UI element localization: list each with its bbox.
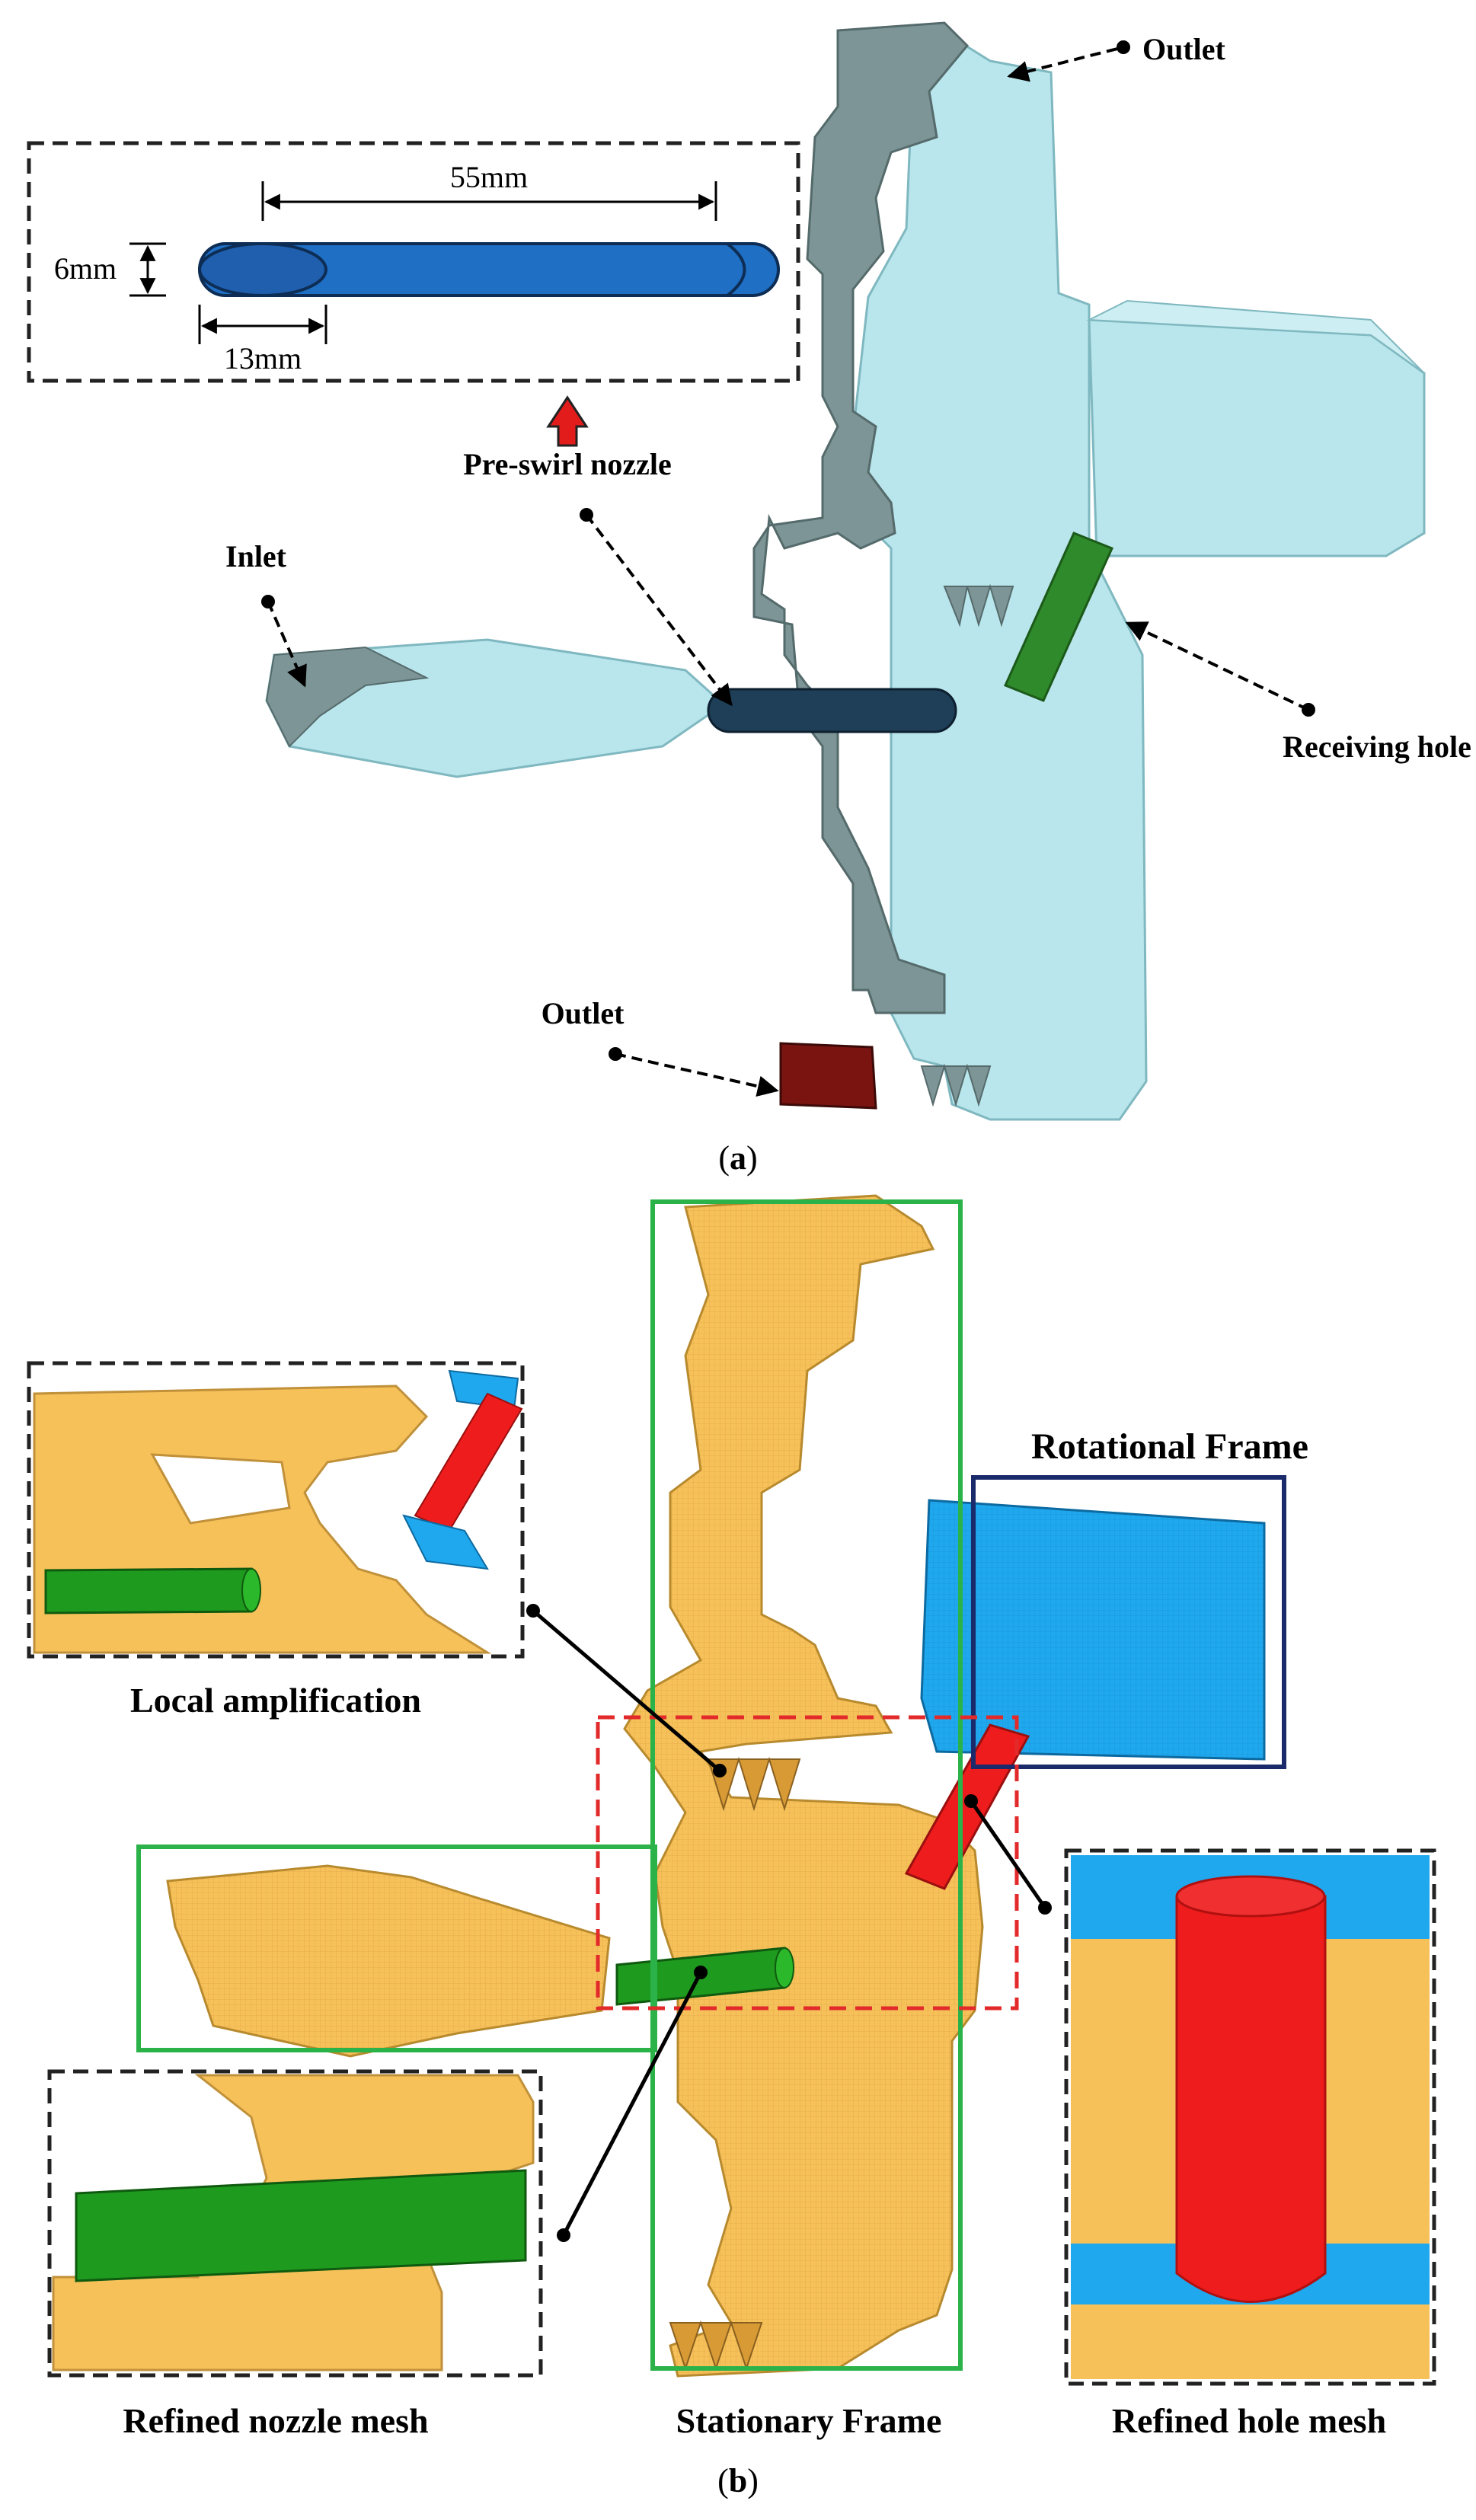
outlet-top-label: Outlet xyxy=(1142,32,1226,66)
stationary-mesh-body xyxy=(623,1194,984,2378)
panel-b-leaders xyxy=(526,1604,1052,2242)
local-leader-dot-start xyxy=(526,1604,540,1618)
receiving-hole-label: Receiving hole xyxy=(1283,730,1471,764)
local-leader-dot-end xyxy=(713,1764,727,1777)
nozzle-leader xyxy=(585,513,733,707)
local-amplification-inset: Local amplification xyxy=(27,1361,525,1720)
outlet-bottom-label: Outlet xyxy=(542,996,625,1030)
panel-a-annotations: Outlet Pre-swirl nozzle Inlet Receiving … xyxy=(225,32,1471,1097)
nozzle-leader-dot-end xyxy=(694,1966,708,1979)
local-amplification-label: Local amplification xyxy=(130,1681,421,1720)
nozzle-leader-b xyxy=(561,1971,703,2237)
caption-a: (a) xyxy=(718,1139,757,1177)
cavity-dark-body xyxy=(752,21,970,1014)
outlet-top-leader xyxy=(1007,46,1124,82)
stationary-frame-box xyxy=(650,1199,963,2371)
pre-swirl-nozzle-cylinder xyxy=(707,688,957,733)
hole-inset-red-top xyxy=(1175,1875,1326,1918)
dim-13-label: 13mm xyxy=(224,341,302,375)
local-inset-cavity xyxy=(150,1453,291,1525)
rotational-frame-label: Rotational Frame xyxy=(1031,1426,1308,1467)
refined-hole-mesh-label: Refined hole mesh xyxy=(1112,2401,1386,2440)
mesh-lower-teeth xyxy=(669,2320,763,2371)
nozzle-dimension-inset: 55mm 6mm 13mm xyxy=(27,141,800,383)
lower-teeth xyxy=(920,1063,992,1107)
outlet-bottom-leader xyxy=(615,1052,779,1097)
inset-dashed-border xyxy=(27,141,800,383)
refined-nozzle-mesh-label: Refined nozzle mesh xyxy=(123,2401,428,2440)
dim-6-label: 6mm xyxy=(54,251,117,286)
stationary-cavity-3d xyxy=(265,21,1426,1121)
panel-a: 55mm 6mm 13mm xyxy=(27,21,1471,1177)
hole-leader-dot-end xyxy=(1038,1901,1052,1915)
mesh-geometry xyxy=(166,1194,1266,2378)
stationary-frame-label: Stationary Frame xyxy=(676,2401,942,2440)
refined-hole-inset: Refined hole mesh xyxy=(1064,1848,1436,2440)
nozzle-inset-cylinder xyxy=(75,2169,527,2282)
hole-leader-dot-start xyxy=(964,1794,978,1808)
zoom-region-box xyxy=(596,1715,1019,2011)
nozzle-green-end xyxy=(775,1947,794,1988)
local-inset-nozzle xyxy=(44,1567,253,1615)
hole-leader xyxy=(969,1800,1047,1909)
mesh-upper-teeth xyxy=(707,1756,801,1812)
local-inset-nozzle-end xyxy=(241,1568,261,1612)
caption-b: (b) xyxy=(717,2462,759,2499)
nozzle-inlet-ellipse xyxy=(198,242,327,297)
red-up-arrow-icon xyxy=(546,395,589,447)
upper-teeth xyxy=(943,583,1014,628)
nozzle-leader-dot-start xyxy=(557,2228,570,2242)
inlet-mesh-wedge xyxy=(166,1864,611,2058)
bottom-outlet-block xyxy=(779,1042,877,1110)
hole-inset-orange-bottom xyxy=(1071,2304,1430,2379)
rotational-mesh-box xyxy=(920,1499,1266,1761)
hole-inset-red-cylinder xyxy=(1175,1895,1327,2303)
inlet-label: Inlet xyxy=(225,539,287,573)
nozzle-outlet-arc xyxy=(726,242,746,297)
rotating-box-top xyxy=(1086,299,1425,374)
dim-55-label: 55mm xyxy=(450,160,528,194)
inlet-frame-box xyxy=(136,1844,657,2052)
local-leader xyxy=(532,1609,721,1772)
refined-nozzle-inset: Refined nozzle mesh xyxy=(47,2069,543,2440)
receiving-hole-leader xyxy=(1125,621,1309,711)
pre-swirl-nozzle-label: Pre-swirl nozzle xyxy=(463,447,672,481)
receiving-hole-cylinder xyxy=(1003,532,1114,702)
inlet-leader xyxy=(267,601,307,688)
local-inset-blue-bottom xyxy=(402,1514,489,1570)
outlet-top-dot xyxy=(1117,40,1130,54)
rotational-frame-box xyxy=(971,1475,1286,1769)
panel-b: Local amplification Refined nozzle mesh … xyxy=(27,1194,1436,2499)
rotating-box xyxy=(1088,318,1426,557)
